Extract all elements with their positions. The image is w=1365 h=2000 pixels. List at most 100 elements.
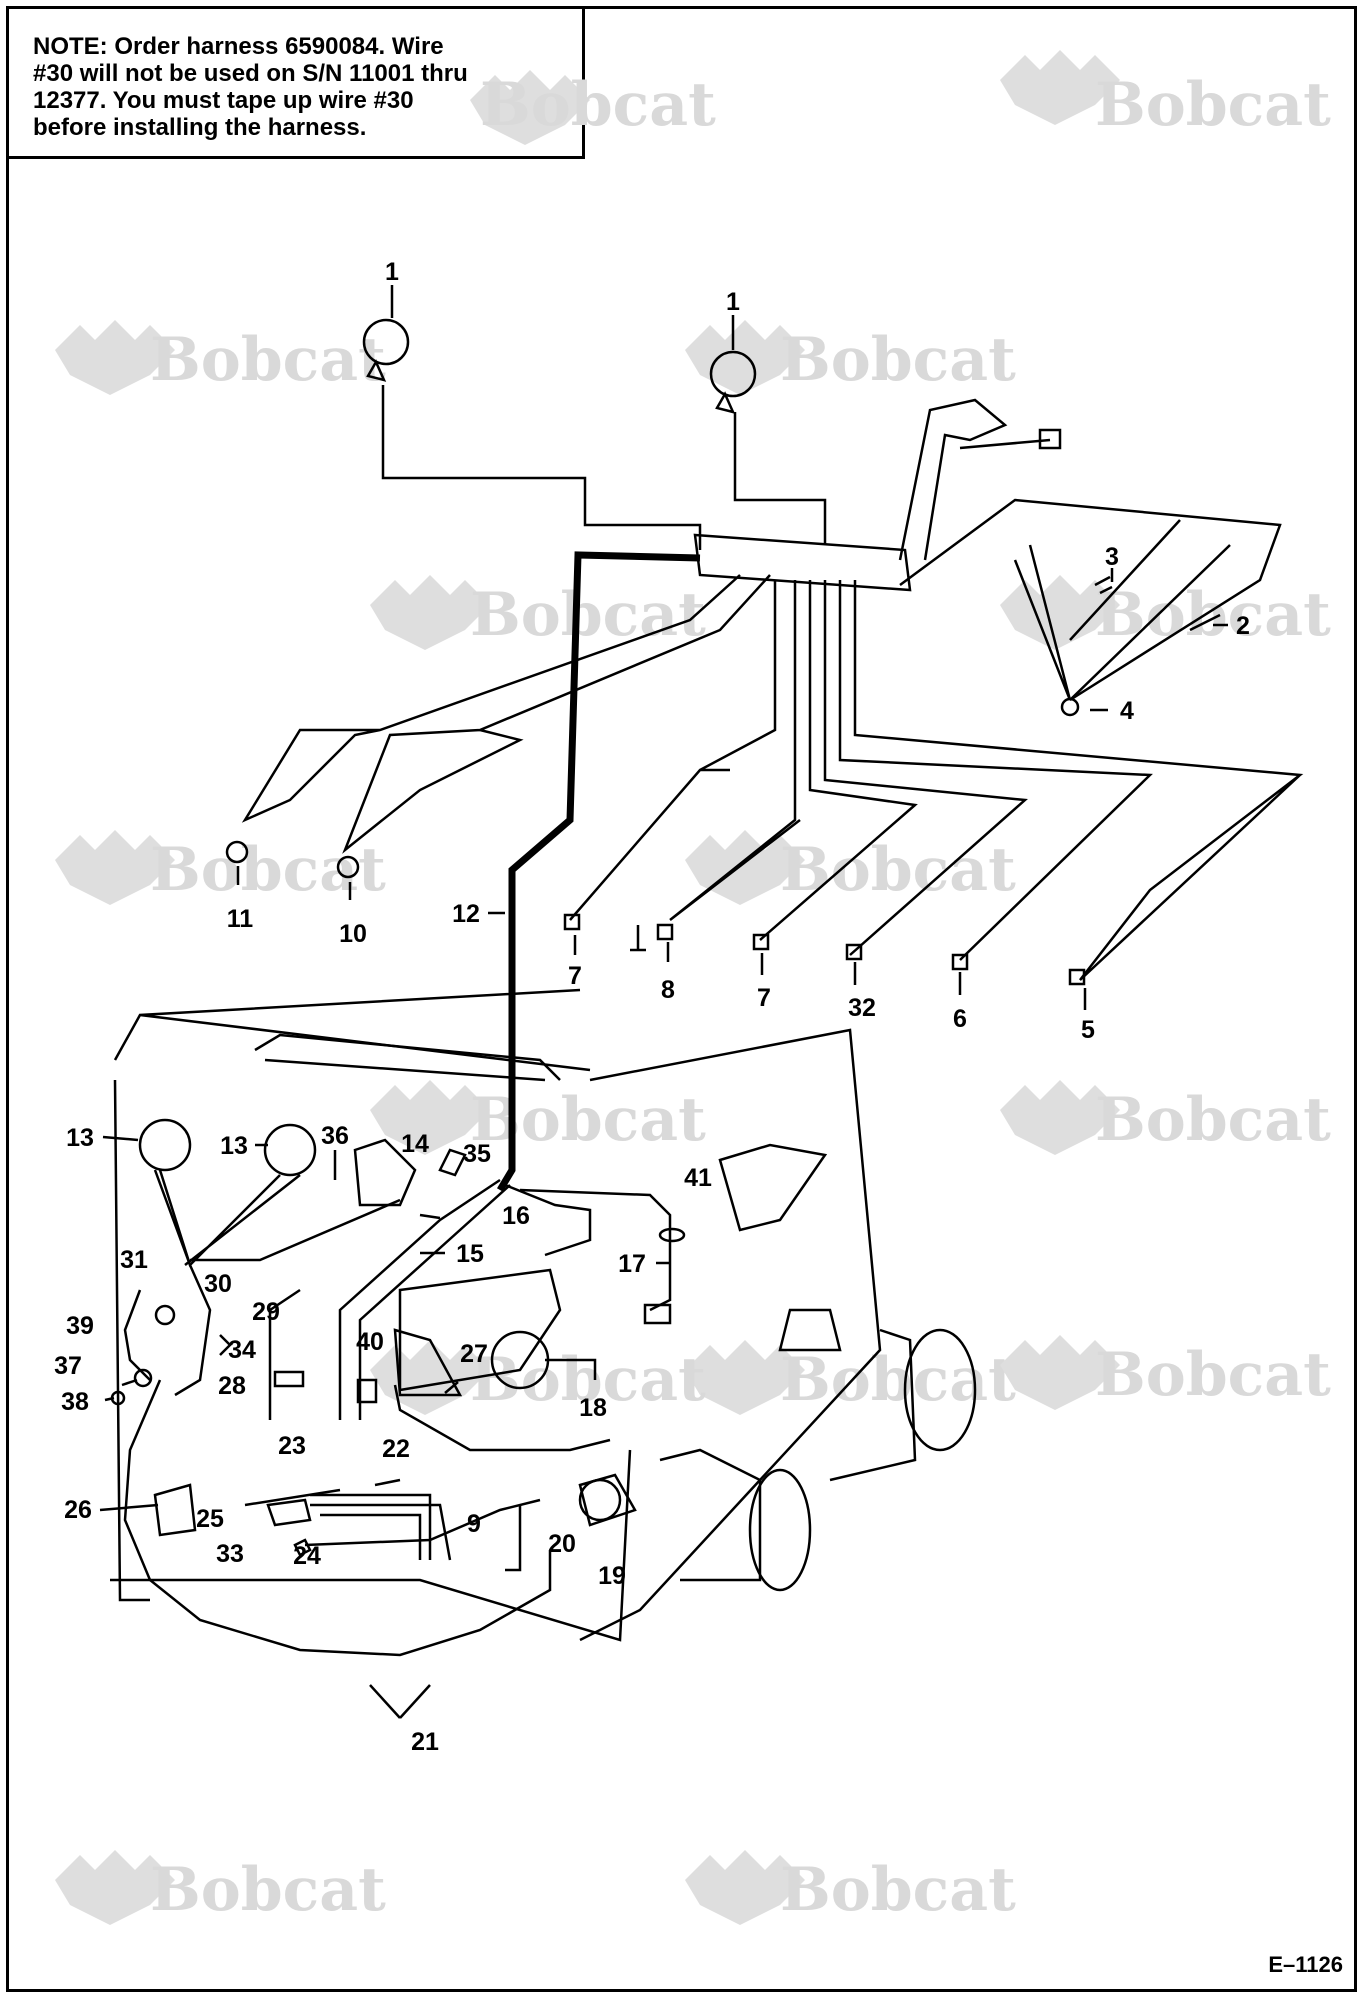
block-17 <box>643 1303 672 1325</box>
callout-label: 16 <box>502 1202 530 1230</box>
watermark: Bobcat <box>55 830 386 905</box>
watermark-text: Bobcat <box>1095 1085 1331 1155</box>
callout-label: 7 <box>757 984 771 1012</box>
tail-light-left <box>138 1118 192 1172</box>
callout-label: 3 <box>1105 543 1119 571</box>
figure-id: E–1126 <box>1268 1952 1343 1977</box>
callout-label: 13 <box>220 1132 248 1160</box>
leader-line <box>444 1381 459 1394</box>
watermark: Bobcat <box>55 1850 386 1925</box>
callout-labels: 1 1 3 2 4 11 10 12 7 8 7 32 6 5 13 13 36… <box>54 258 1250 1756</box>
watermark: Bobcat <box>685 1340 1016 1415</box>
callout-label: 20 <box>548 1530 576 1558</box>
connector-plug <box>1038 428 1062 450</box>
callout-label: 13 <box>66 1124 94 1152</box>
component-40 <box>356 1378 378 1404</box>
axle-housing-left <box>659 1448 762 1582</box>
tail-light-wires <box>153 1169 401 1268</box>
leader-lines <box>99 285 1228 1719</box>
component-27 <box>393 1328 463 1397</box>
relay-cluster <box>158 1169 212 1397</box>
tail-light-right <box>263 1123 317 1177</box>
callout-label: 15 <box>456 1240 484 1268</box>
watermark-text: Bobcat <box>480 70 716 140</box>
battery-26 <box>153 1483 197 1537</box>
connector-8 <box>656 923 674 941</box>
module-28 <box>273 1370 305 1388</box>
watermark: Bobcat <box>1000 1335 1331 1410</box>
connector-7b <box>752 933 770 951</box>
watermark: Bobcat <box>1000 1080 1331 1155</box>
axle-hub-right <box>903 1328 977 1452</box>
callout-label: 8 <box>661 976 675 1004</box>
wire-39 <box>123 1289 151 1381</box>
watermark: Bobcat <box>685 1850 1016 1925</box>
leader-line <box>369 1684 401 1719</box>
callout-label: 27 <box>460 1340 488 1368</box>
cable-20 <box>505 1505 522 1572</box>
connector-11 <box>225 840 249 864</box>
connector-7a <box>563 913 581 931</box>
callout-label: 37 <box>54 1352 82 1380</box>
cable-9 <box>304 1498 541 1547</box>
grommet-31 <box>154 1304 176 1326</box>
watermark-text: Bobcat <box>1095 580 1331 650</box>
watermark-text: Bobcat <box>150 1855 386 1925</box>
lead-32 <box>823 580 1028 956</box>
lead-7b <box>759 580 918 941</box>
callout-label: 28 <box>218 1372 246 1400</box>
lead-5 <box>853 580 1304 981</box>
watermark: Bobcat <box>1000 50 1331 140</box>
body-bottom <box>110 1449 632 1642</box>
callout-label: 17 <box>618 1250 646 1278</box>
rear-frame <box>113 1079 150 1602</box>
connector-24 <box>293 1538 312 1557</box>
component-35 <box>438 1148 467 1177</box>
callout-label: 33 <box>216 1540 244 1568</box>
watermark: Bobcat <box>55 320 386 395</box>
callout-label: 9 <box>467 1510 481 1538</box>
callout-label: 41 <box>684 1164 712 1192</box>
bobcat-logo-icon <box>370 1080 490 1155</box>
bobcat-logo-icon <box>55 320 175 395</box>
callout-label: 10 <box>339 920 367 948</box>
watermark-text: Bobcat <box>780 835 1016 905</box>
callout-label: 34 <box>228 1336 256 1364</box>
watermark: Bobcat <box>370 1340 706 1415</box>
watermark-text: Bobcat <box>780 1855 1016 1925</box>
axle-hub-left <box>748 1468 812 1592</box>
bobcat-logo-icon <box>55 830 175 905</box>
leader-line <box>419 1213 441 1220</box>
callout-label: 19 <box>598 1562 626 1590</box>
lead-6 <box>838 580 1153 961</box>
lead-7a <box>569 580 777 921</box>
harness-15 <box>268 1178 511 1420</box>
bobcat-logo-icon <box>1000 1080 1120 1155</box>
starter-body <box>578 1473 637 1527</box>
component-14 <box>353 1138 417 1207</box>
lead-8 <box>669 580 801 921</box>
callout-label: 30 <box>204 1270 232 1298</box>
light-bracket <box>366 359 387 382</box>
harness-22 <box>310 1493 452 1561</box>
ground-cable <box>393 1384 611 1452</box>
bobcat-logo-icon <box>1000 575 1120 650</box>
harness-16 <box>504 1183 592 1257</box>
note-line: 12377. You must tape up wire #30 <box>33 87 414 114</box>
axle-housing-right <box>829 1328 917 1482</box>
light-wire <box>733 412 827 545</box>
bobcat-logo-icon <box>55 1850 175 1925</box>
harness-23 <box>244 1488 341 1507</box>
rollbar <box>254 1033 561 1082</box>
callout-label: 1 <box>385 258 399 286</box>
callout-label: 23 <box>278 1432 306 1460</box>
callout-label: 18 <box>579 1394 607 1422</box>
watermark-text: Bobcat <box>470 580 706 650</box>
leader-line <box>399 1684 431 1719</box>
bobcat-logo-icon <box>1000 1335 1120 1410</box>
relay-25 <box>266 1498 312 1527</box>
main-harness-12 <box>496 551 701 1192</box>
watermark-text: Bobcat <box>780 1345 1016 1415</box>
callout-label: 22 <box>382 1435 410 1463</box>
